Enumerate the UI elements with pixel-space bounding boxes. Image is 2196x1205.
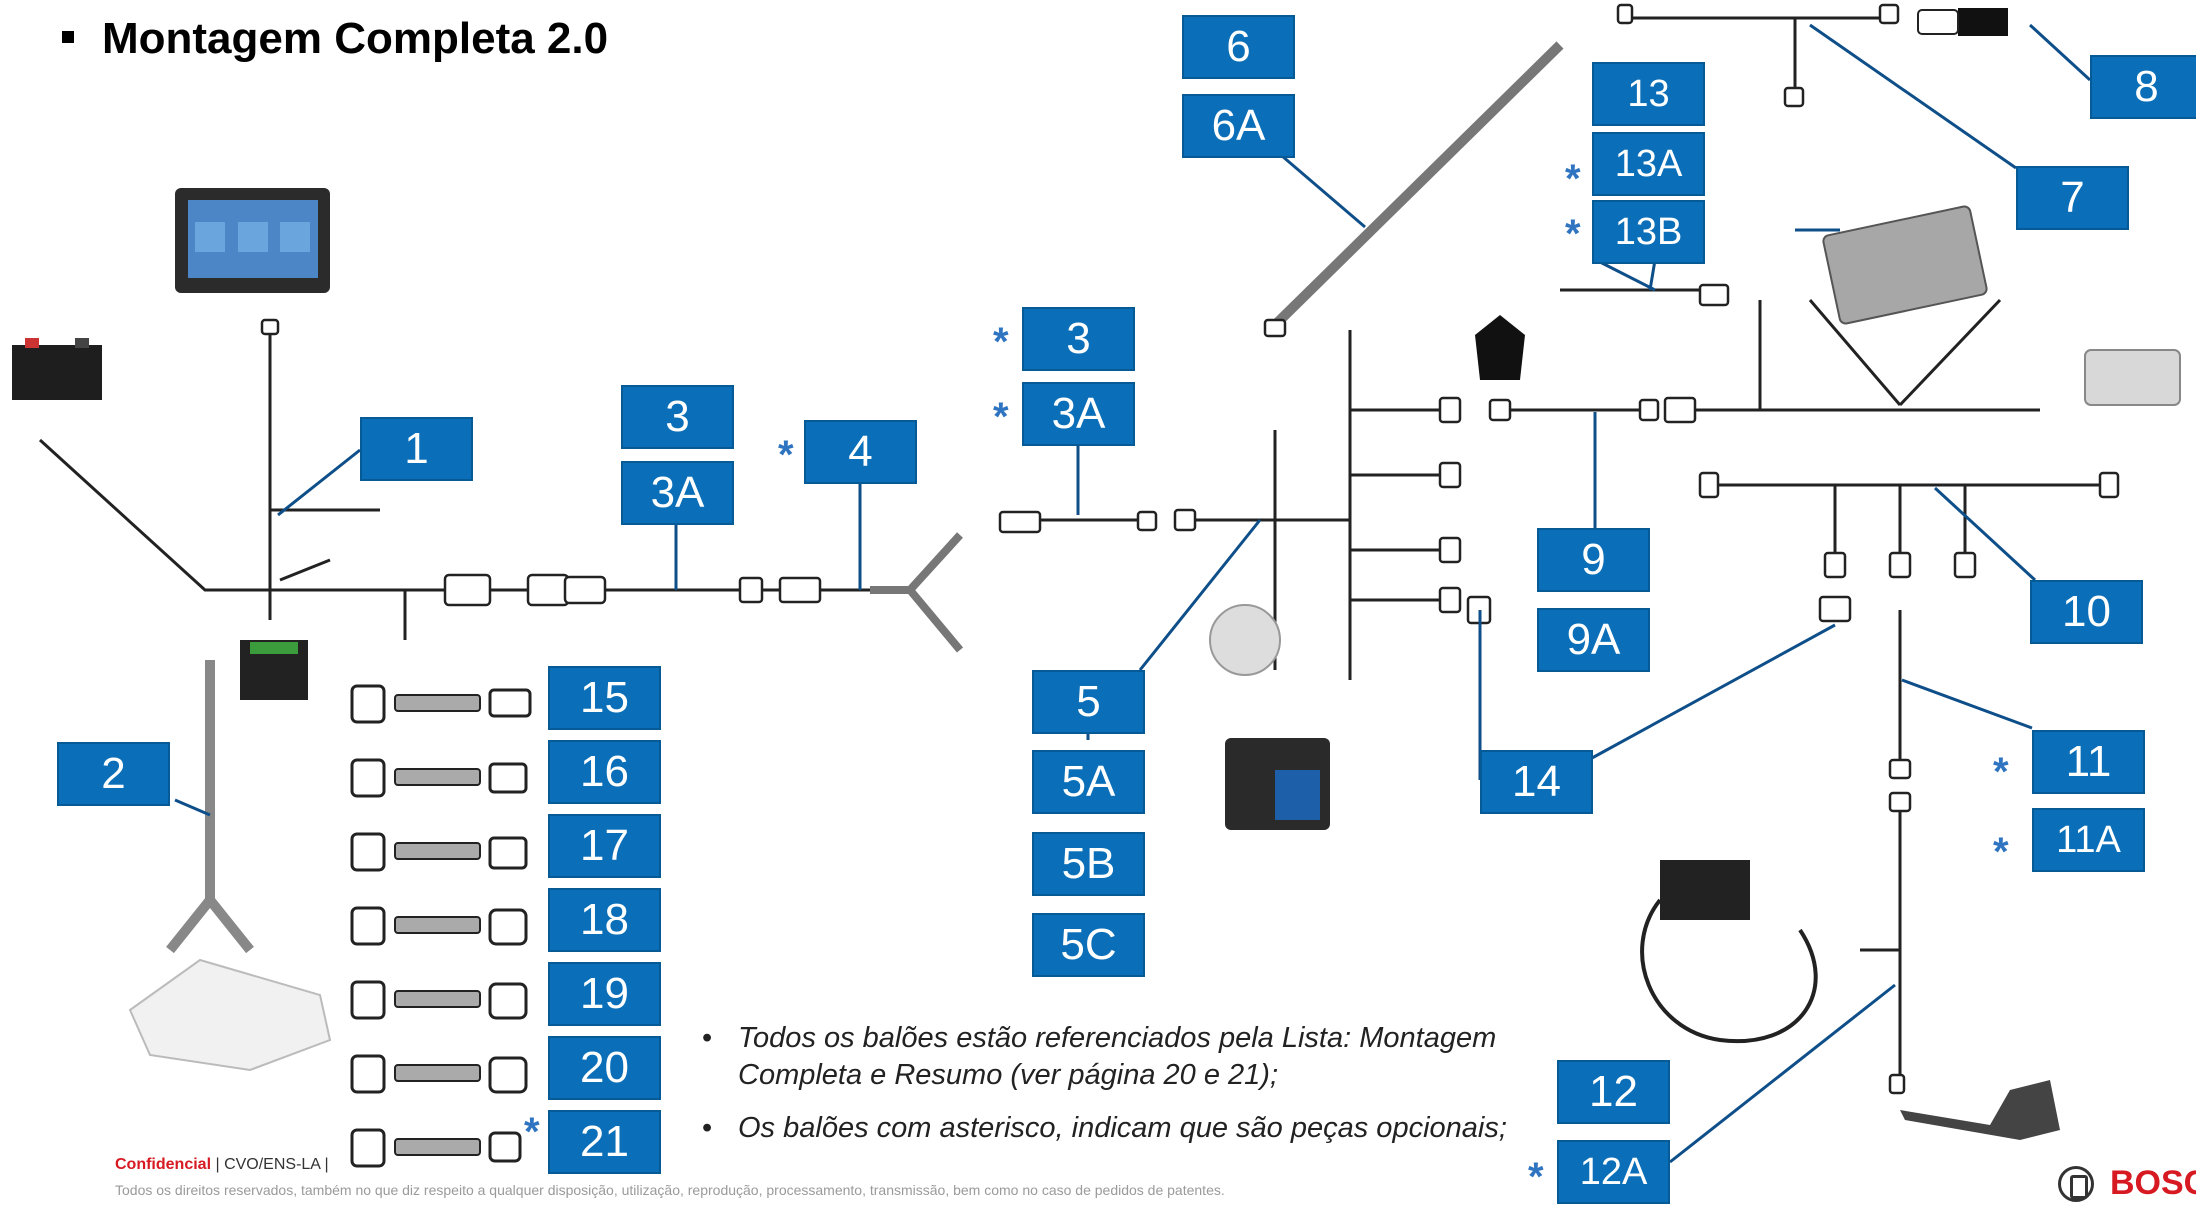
harness-4 — [870, 532, 964, 653]
balloon-20: 20 — [548, 1036, 661, 1100]
asterisk-4: * — [778, 433, 794, 477]
position-sensor — [1900, 1080, 2060, 1140]
harness-6 — [1271, 41, 1564, 329]
balloon-19: 19 — [548, 962, 661, 1026]
asterisk-21: * — [524, 1110, 540, 1154]
balloon-10: 10 — [2030, 580, 2143, 644]
page-title: Montagem Completa 2.0 — [62, 14, 608, 64]
balloon-12: 12 — [1557, 1060, 1670, 1124]
harness-2 — [166, 660, 254, 954]
footer-rights: Todos os direitos reservados, também no … — [115, 1182, 1225, 1198]
balloon-18: 18 — [548, 888, 661, 952]
harness-10 — [1710, 483, 2110, 555]
balloon-4: 4 — [804, 420, 917, 484]
harness-11 — [1860, 610, 1902, 1080]
balloon-8: 8 — [2090, 55, 2196, 119]
asterisk-11: * — [1993, 750, 2009, 794]
asterisk-12a: * — [1528, 1155, 1544, 1199]
balloon-3a-right: 3A — [1022, 382, 1135, 446]
balloon-3a: 3A — [621, 461, 734, 525]
balloon-5c: 5C — [1032, 913, 1145, 977]
balloon-14: 14 — [1480, 750, 1593, 814]
note-item: Os balões com asterisco, indicam que são… — [702, 1110, 1522, 1147]
balloon-3-right: 3 — [1022, 307, 1135, 371]
asterisk-13b: * — [1565, 212, 1581, 256]
balloon-6a: 6A — [1182, 94, 1295, 158]
bosch-logo: BOSCH — [2058, 1164, 2196, 1203]
balloon-2: 2 — [57, 742, 170, 806]
footer-confidential: Confidencial | CVO/ENS-LA | — [115, 1156, 329, 1174]
balloon-1: 1 — [360, 417, 473, 481]
balloon-17: 17 — [548, 814, 661, 878]
harness-5 — [1273, 330, 1440, 680]
confidential-label: Confidencial — [115, 1156, 212, 1173]
balloon-15: 15 — [548, 666, 661, 730]
balloon-5: 5 — [1032, 670, 1145, 734]
balloon-13: 13 — [1592, 62, 1705, 126]
harness-7 — [1630, 16, 1880, 90]
balloon-9a: 9A — [1537, 608, 1650, 672]
ecu-unit — [1822, 205, 1988, 325]
balloon-5b: 5B — [1032, 832, 1145, 896]
note-item: Todos os balões estão referenciados pela… — [702, 1020, 1522, 1094]
balloon-13a: 13A — [1592, 132, 1705, 196]
battery — [12, 345, 102, 400]
notes-list: Todos os balões estão referenciados pela… — [702, 1020, 1522, 1163]
balloon-7: 7 — [2016, 166, 2129, 230]
balloon-21: 21 — [548, 1110, 661, 1174]
title-bullet-icon — [62, 31, 74, 44]
gps-antenna — [128, 958, 332, 1072]
balloon-9: 9 — [1537, 528, 1650, 592]
bosch-logo-text: BOSCH — [2110, 1164, 2196, 1202]
cable-loop — [1640, 898, 1818, 1044]
balloon-5a: 5A — [1032, 750, 1145, 814]
department-label: | CVO/ENS-LA | — [211, 1156, 329, 1173]
bosch-armature-icon — [2058, 1165, 2094, 1202]
asterisk-3a-right: * — [993, 395, 1009, 439]
balloon-13b: 13B — [1592, 200, 1705, 264]
balloon-3: 3 — [621, 385, 734, 449]
balloon-12a: 12A — [1557, 1140, 1670, 1204]
asterisk-13a: * — [1565, 157, 1581, 201]
pressure-sensor — [1475, 315, 1525, 380]
balloon-11a: 11A — [2032, 808, 2145, 872]
ecu-unit-right — [2084, 349, 2181, 406]
balloon-6: 6 — [1182, 15, 1295, 79]
harness-1 — [38, 438, 470, 592]
asterisk-3-right: * — [993, 320, 1009, 364]
balloon-11: 11 — [2032, 730, 2145, 794]
balloon-16: 16 — [548, 740, 661, 804]
asterisk-11a: * — [1993, 830, 2009, 874]
